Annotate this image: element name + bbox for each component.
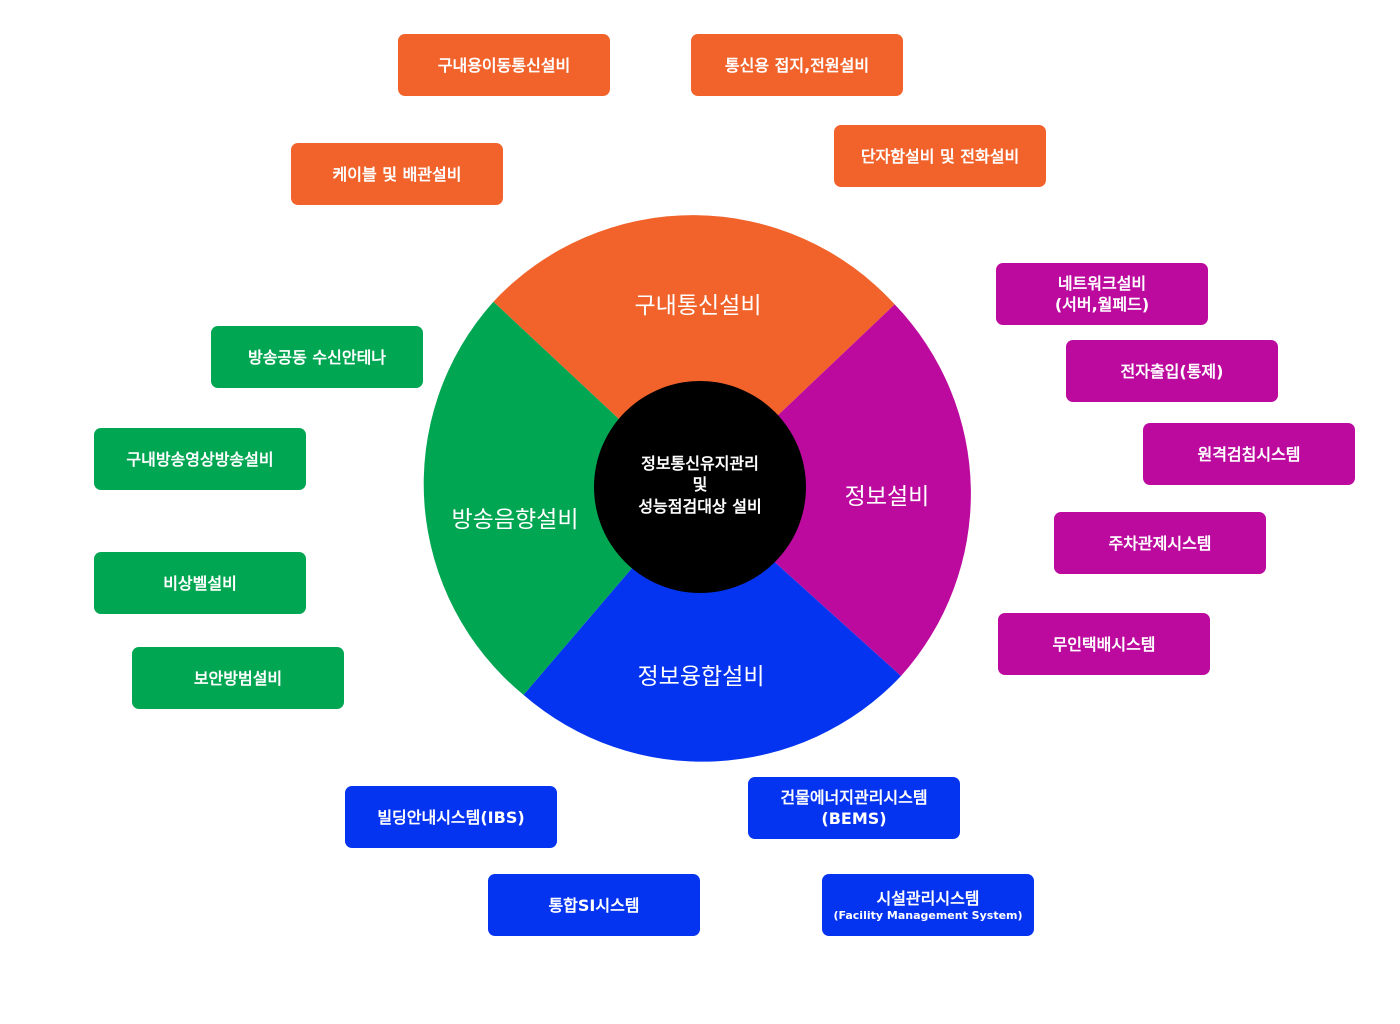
- tag-integrated-si: 통합SI시스템: [488, 874, 700, 936]
- tag-label: 구내용이동통신설비: [437, 55, 571, 75]
- tag-label-sub: (서버,월페드): [1054, 295, 1150, 314]
- tag-building-info: 빌딩안내시스템(IBS): [345, 786, 557, 848]
- center-line-1: 정보통신유지관리: [641, 454, 759, 473]
- segment-label-left: 방송음향설비: [452, 507, 579, 533]
- center-line-3: 성능점검대상 설비: [638, 497, 761, 516]
- tag-unmanned-delivery: 무인택배시스템: [998, 613, 1210, 675]
- tag-security-crime: 보안방범설비: [132, 647, 344, 709]
- tag-remote-metering: 원격검침시스템: [1143, 423, 1355, 485]
- tag-label: 방송공동 수신안테나: [247, 347, 387, 367]
- tag-facility-management: 시설관리시스템 (Facility Management System): [822, 874, 1034, 936]
- wheel-segment-left: [423, 301, 697, 695]
- segment-label-top: 구내통신설비: [635, 293, 762, 319]
- wheel-segment-bottom: [523, 492, 901, 762]
- tag-label: 비상벨설비: [163, 573, 237, 593]
- tag-label: 구내방송영상방송설비: [126, 449, 274, 469]
- tag-label: 주차관제시스템: [1108, 533, 1212, 553]
- tag-label: 단자함설비 및 전화설비: [860, 146, 1020, 166]
- center-line-2: 및: [693, 475, 708, 494]
- tag-label-sub: (BEMS): [821, 809, 887, 828]
- wheel-center: [594, 381, 806, 593]
- segment-label-bottom: 정보융합설비: [638, 664, 765, 690]
- tag-label: 통합SI시스템: [548, 895, 640, 915]
- tag-grounding-power: 통신용 접지,전원설비: [691, 34, 903, 96]
- tag-bems: 건물에너지관리시스템 (BEMS): [748, 777, 960, 839]
- tag-label: 보안방범설비: [193, 668, 283, 688]
- tag-emergency-bell: 비상벨설비: [94, 552, 306, 614]
- tag-label: 빌딩안내시스템(IBS): [377, 807, 525, 827]
- tag-parking-control: 주차관제시스템: [1054, 512, 1266, 574]
- tag-label: 케이블 및 배관설비: [332, 164, 462, 184]
- tag-label: 통신용 접지,전원설비: [724, 55, 870, 75]
- tag-label: 건물에너지관리시스템: [780, 788, 928, 807]
- tag-network: 네트워크설비 (서버,월페드): [996, 263, 1208, 325]
- tag-label-sub: (Facility Management System): [833, 908, 1023, 922]
- tag-cable-piping: 케이블 및 배관설비: [291, 143, 503, 205]
- tag-label: 네트워크설비: [1057, 274, 1147, 293]
- tag-broadcast-antenna: 방송공동 수신안테나: [211, 326, 423, 388]
- tag-label: 무인택배시스템: [1052, 634, 1156, 654]
- tag-terminal-phone: 단자함설비 및 전화설비: [834, 125, 1046, 187]
- tag-label: 원격검침시스템: [1197, 444, 1301, 464]
- tag-internal-mobile-comm: 구내용이동통신설비: [398, 34, 610, 96]
- tag-internal-broadcast: 구내방송영상방송설비: [94, 428, 306, 490]
- tag-label: 시설관리시스템: [876, 888, 980, 908]
- tag-label: 전자출입(통제): [1120, 361, 1224, 381]
- tag-access-control: 전자출입(통제): [1066, 340, 1278, 402]
- segment-label-right: 정보설비: [845, 484, 930, 510]
- wheel-segment-top: [493, 215, 895, 492]
- wheel-segment-right: [697, 304, 971, 676]
